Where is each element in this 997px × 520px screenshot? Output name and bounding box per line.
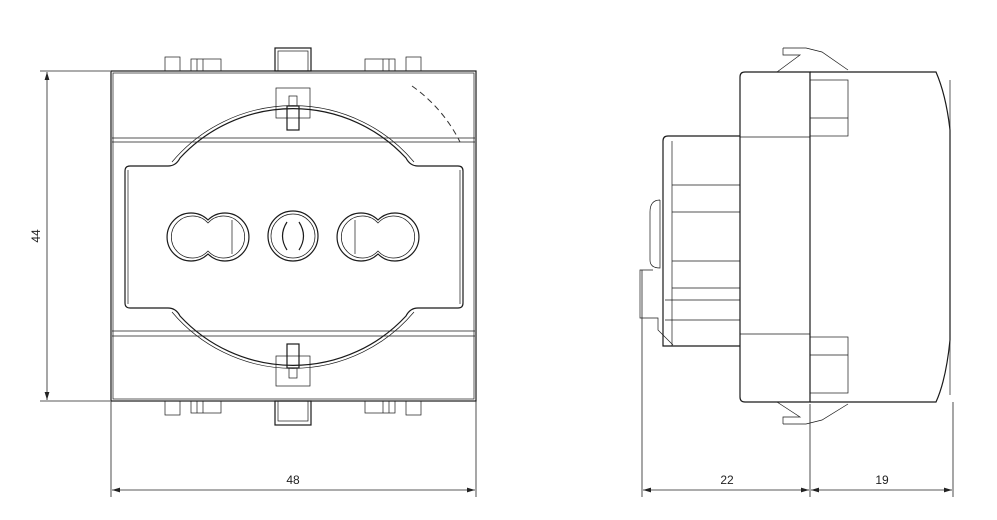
socket-hole-right: [336, 212, 420, 262]
width-label: 48: [286, 473, 300, 487]
socket-hole-left: [166, 212, 250, 262]
earth-clip-bottom: [275, 343, 311, 387]
height-label: 44: [29, 229, 43, 243]
rear-body: [739, 71, 811, 403]
front-frame: [810, 71, 951, 403]
hidden-arc: [411, 85, 461, 143]
bottom-clips: [164, 400, 422, 426]
top-clips: [164, 47, 422, 72]
depth-dimensions: 22 19: [641, 270, 954, 497]
front-depth-label: 19: [875, 473, 889, 487]
terminal-block: [662, 135, 740, 347]
module-body: [110, 70, 477, 402]
front-view: 44 48: [29, 47, 477, 497]
width-dimension: 48: [110, 401, 477, 497]
side-view: 22 19: [639, 47, 954, 497]
socket-hole-center: [267, 210, 319, 262]
earth-clip-top: [275, 87, 311, 131]
rear-depth-label: 22: [720, 473, 734, 487]
height-dimension: 44: [29, 70, 110, 402]
faceplate-outline: [124, 108, 464, 366]
